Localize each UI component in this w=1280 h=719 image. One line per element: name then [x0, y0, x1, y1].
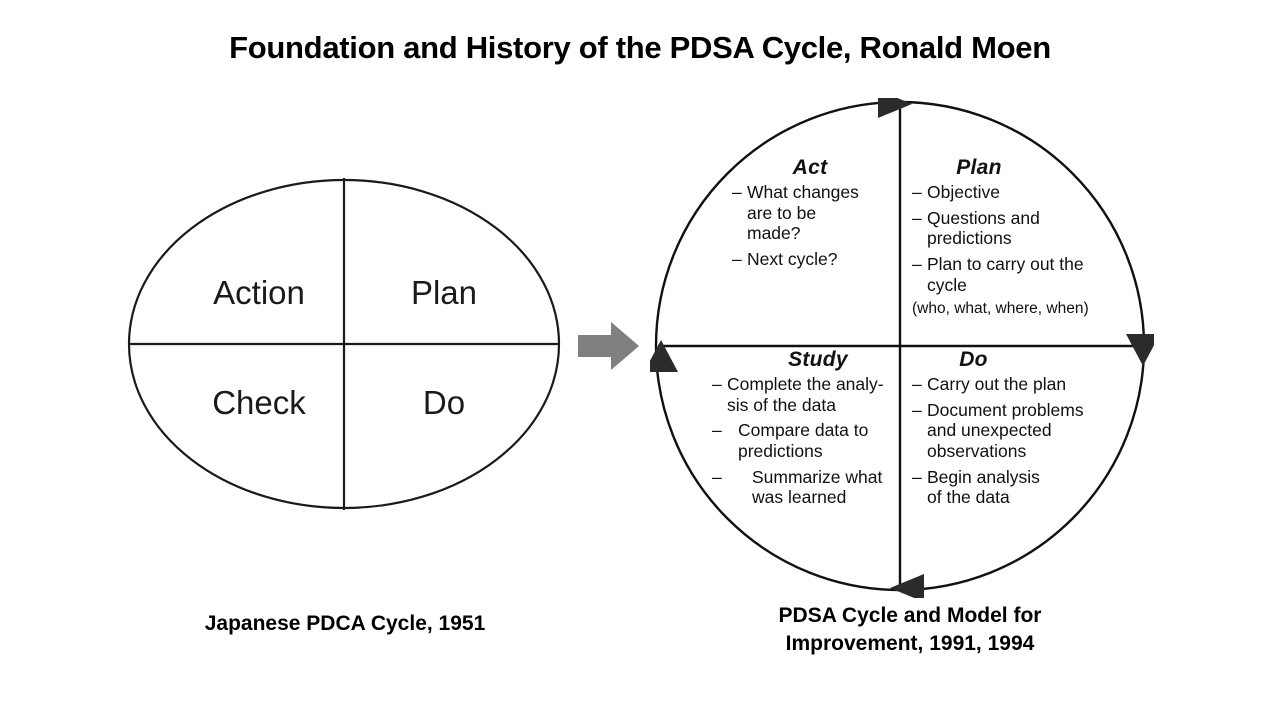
- dash-glyph: –: [912, 182, 922, 202]
- list-item-line: Objective: [927, 182, 1000, 202]
- list-item-line: predictions: [738, 440, 823, 461]
- pdsa-circle-shape: [650, 98, 1154, 598]
- list-item-line: made?: [747, 223, 801, 244]
- list-item-line: Carry out the plan: [927, 374, 1067, 394]
- dash-glyph: –: [732, 248, 742, 269]
- pdsa-quadrant-plan-list: – Objective – Questions and predictions …: [912, 182, 1124, 295]
- list-item-line: was learned: [752, 487, 847, 508]
- pdsa-quadrant-study-list: – Complete the analy- sis of the data – …: [712, 374, 898, 508]
- pdsa-quadrant-plan-note: (who, what, where, when): [912, 300, 1089, 318]
- list-item-line: Begin analysis: [927, 466, 1040, 487]
- pdsa-quadrant-plan: Plan – Objective – Questions and predict…: [912, 156, 1124, 318]
- pdsa-arrowhead-top: [878, 98, 912, 118]
- pdsa-quadrant-do: Do – Carry out the plan – Document probl…: [912, 348, 1117, 513]
- pdsa-quadrant-act: Act – What changes are to be made? – Nex…: [732, 156, 894, 275]
- pdca-quadrant-check: Check: [212, 384, 306, 421]
- list-item-line: Summarize what: [752, 466, 883, 487]
- pdsa-arrowhead-left: [650, 340, 678, 372]
- pdsa-arrowhead-right: [1126, 334, 1154, 366]
- pdsa-caption-line2: Improvement, 1991, 1994: [785, 631, 1035, 655]
- right-arrow-icon: [578, 322, 639, 370]
- pdca-quadrant-plan: Plan: [410, 274, 478, 311]
- pdca-caption: Japanese PDCA Cycle, 1951: [204, 612, 486, 635]
- list-item: – Begin analysis of the data: [912, 467, 1117, 508]
- list-item: – Plan to carry out the cycle: [912, 254, 1124, 295]
- dash-glyph: –: [732, 182, 742, 202]
- pdsa-diagram: Act – What changes are to be made? – Nex…: [650, 98, 1154, 598]
- list-item-line: Plan to carry out the: [927, 253, 1084, 274]
- list-item: – Summarize what was learned: [712, 467, 898, 508]
- list-item-line: Next cycle?: [747, 248, 838, 269]
- list-item-line: and unexpected: [927, 420, 1052, 441]
- list-item: – Document problems and unexpected obser…: [912, 400, 1117, 462]
- dash-glyph: –: [712, 466, 722, 487]
- list-item: – Objective: [912, 182, 1124, 203]
- dash-glyph: –: [912, 253, 922, 274]
- list-item-line: What changes: [747, 182, 859, 202]
- list-item: – Next cycle?: [732, 249, 894, 270]
- pdsa-quadrant-do-title: Do: [959, 348, 988, 371]
- list-item-line: Compare data to: [738, 420, 869, 441]
- pdca-quadrant-do: Do: [422, 384, 466, 421]
- pdsa-quadrant-act-list: – What changes are to be made? – Next cy…: [732, 182, 894, 270]
- list-item-line: sis of the data: [727, 394, 836, 415]
- dash-glyph: –: [712, 374, 722, 394]
- list-item-line: are to be: [747, 202, 817, 223]
- pdsa-quadrant-plan-title: Plan: [956, 156, 1002, 179]
- pdsa-quadrant-do-list: – Carry out the plan – Document problems…: [912, 374, 1117, 508]
- list-item-line: Document problems: [927, 399, 1084, 420]
- dash-glyph: –: [912, 466, 922, 487]
- pdsa-quadrant-study: Study – Complete the analy- sis of the d…: [712, 348, 898, 513]
- dash-glyph: –: [712, 420, 722, 441]
- list-item-line: of the data: [927, 487, 1010, 508]
- pdsa-caption-line1: PDSA Cycle and Model for: [778, 604, 1042, 627]
- list-item-line: Questions and: [927, 207, 1040, 228]
- pdca-diagram: Action Plan Check Do: [126, 176, 562, 512]
- list-item: – Compare data to predictions: [712, 420, 898, 461]
- pdsa-quadrant-study-title: Study: [788, 348, 848, 371]
- right-arrow-shape: [578, 322, 639, 370]
- list-item-line: Complete the analy-: [727, 374, 884, 394]
- pdca-ellipse-shape: [127, 178, 561, 510]
- list-item-line: observations: [927, 440, 1027, 461]
- list-item: – What changes are to be made?: [732, 182, 894, 244]
- page-title: Foundation and History of the PDSA Cycle…: [229, 30, 1051, 65]
- dash-glyph: –: [912, 374, 922, 394]
- pdsa-arrowhead-bottom: [890, 574, 924, 598]
- list-item: – Questions and predictions: [912, 208, 1124, 249]
- pdsa-caption: PDSA Cycle and Model for Improvement, 19…: [660, 602, 1160, 658]
- list-item: – Carry out the plan: [912, 374, 1117, 395]
- dash-glyph: –: [912, 399, 922, 420]
- pdsa-quadrant-act-title: Act: [792, 156, 828, 179]
- list-item-line: predictions: [927, 228, 1012, 249]
- pdca-quadrant-action: Action: [213, 274, 305, 311]
- dash-glyph: –: [912, 207, 922, 228]
- list-item: – Complete the analy- sis of the data: [712, 374, 898, 415]
- list-item-line: cycle: [927, 274, 967, 295]
